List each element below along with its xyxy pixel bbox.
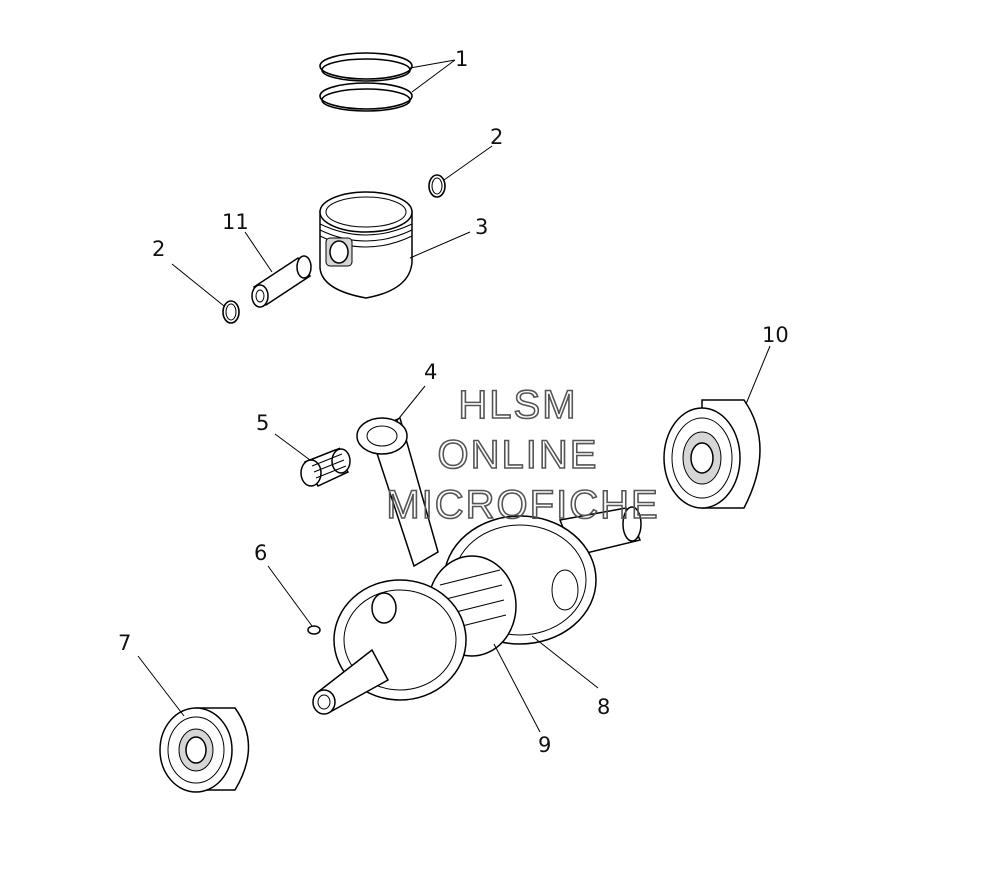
main-bearing-left — [159, 707, 250, 793]
needle-bearing — [300, 447, 351, 487]
circlip-upper — [428, 174, 446, 198]
piston — [319, 191, 413, 299]
piston-pin — [251, 255, 312, 308]
main-bearing-right — [663, 399, 761, 509]
callout-4: 4 — [424, 360, 437, 384]
connecting-rod — [356, 416, 439, 568]
watermark-line-1: HLSM — [458, 383, 577, 427]
callout-labels: 1 2 2 3 4 5 6 7 8 9 10 11 — [118, 47, 789, 757]
callout-11: 11 — [222, 210, 249, 234]
callout-1: 1 — [455, 47, 468, 71]
leader-lines — [137, 59, 771, 733]
woodruff-key — [307, 625, 321, 635]
watermark-line-3: MICROFICHE — [386, 483, 659, 527]
callout-6: 6 — [254, 541, 267, 565]
callout-3: 3 — [475, 215, 488, 239]
callout-2-lower: 2 — [152, 237, 165, 261]
callout-8: 8 — [597, 695, 610, 719]
callout-9: 9 — [538, 733, 551, 757]
crankshaft — [312, 506, 642, 715]
watermark-line-2: ONLINE — [438, 433, 599, 477]
callout-5: 5 — [256, 411, 269, 435]
callout-7: 7 — [118, 631, 131, 655]
circlip-lower — [222, 300, 240, 324]
watermark: HLSM ONLINE MICROFICHE — [386, 382, 659, 528]
callout-2-upper: 2 — [490, 125, 503, 149]
piston-rings — [319, 52, 413, 112]
callout-10: 10 — [762, 323, 789, 347]
